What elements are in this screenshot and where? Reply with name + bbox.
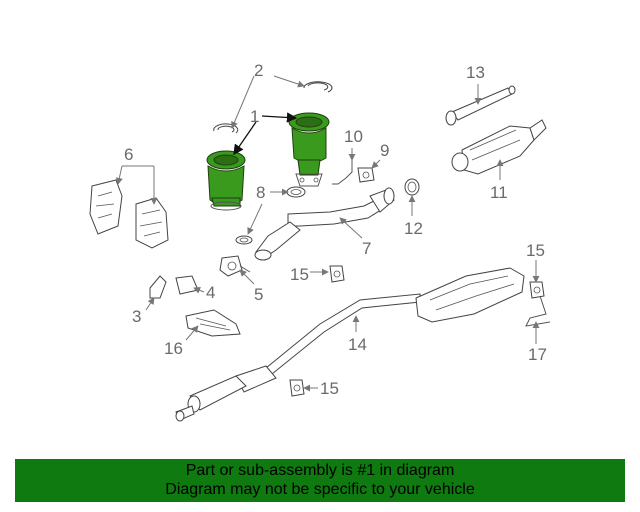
- gasket-ring-lower: [213, 123, 239, 134]
- callout-4: 4: [206, 283, 215, 302]
- bracket-3: [149, 275, 167, 299]
- rear-muffler: [415, 267, 525, 323]
- hanger-5: [219, 255, 251, 277]
- callout-16: 16: [164, 339, 183, 358]
- banner-line-2: Diagram may not be specific to your vehi…: [165, 481, 475, 498]
- callout-2: 2: [254, 61, 263, 80]
- banner-line-1: Part or sub-assembly is #1 in diagram: [185, 462, 455, 479]
- info-banner: Part or sub-assembly is #1 in diagram Di…: [15, 459, 625, 502]
- callout-3: 3: [132, 307, 141, 326]
- front-resonator: [175, 375, 247, 422]
- callout-15-c: 15: [320, 379, 339, 398]
- insulator-15b: [529, 281, 545, 299]
- gasket-small: [235, 235, 253, 245]
- exhaust-parts-diagram: 2 1 6 8 10 9 13 11 12 7 15 15 5 4 3 16 1…: [89, 61, 551, 422]
- callout-13: 13: [466, 63, 485, 82]
- insulator-15c: [289, 379, 305, 397]
- callout-1: 1: [250, 107, 259, 126]
- callout-7: 7: [362, 239, 371, 258]
- callout-15-a: 15: [290, 265, 309, 284]
- bracket-4: [175, 275, 199, 295]
- pipe-13: [445, 85, 516, 126]
- callout-5: 5: [254, 285, 263, 304]
- callout-15-b: 15: [526, 241, 545, 260]
- gasket-12: [404, 178, 420, 196]
- leader-lines: [115, 75, 540, 392]
- gasket-ring-upper: [303, 81, 333, 93]
- catalytic-converter-right: [288, 112, 330, 187]
- hanger-9: [357, 167, 375, 183]
- heat-shield-left: [89, 179, 123, 235]
- callout-6: 6: [124, 145, 133, 164]
- gasket-8: [286, 186, 306, 198]
- callout-17: 17: [528, 345, 547, 364]
- callout-9: 9: [380, 141, 389, 160]
- heat-shield-right: [135, 197, 169, 249]
- callout-11: 11: [490, 183, 508, 202]
- callout-14: 14: [348, 335, 367, 354]
- heat-plate-16: [185, 309, 241, 337]
- callout-8: 8: [256, 183, 265, 202]
- catalytic-converter-left: [206, 150, 246, 211]
- exhaust-pipe-14: [235, 293, 421, 393]
- catalytic-converter-11: [451, 119, 547, 175]
- callout-12: 12: [404, 219, 423, 238]
- front-pipe: [254, 187, 395, 261]
- callout-10: 10: [344, 127, 363, 146]
- bracket-10: [332, 160, 353, 185]
- insulator-15a: [329, 265, 345, 283]
- hanger-bracket-17: [525, 295, 551, 327]
